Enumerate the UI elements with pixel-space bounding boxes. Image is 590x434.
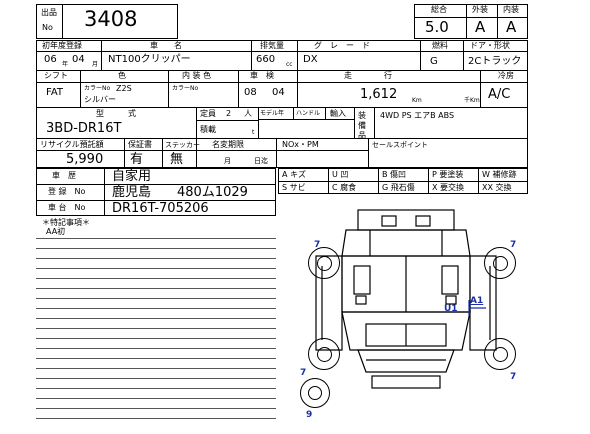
legend-a: A キズ: [282, 170, 307, 179]
lot-number: 3408: [84, 7, 138, 31]
tire-spare: [300, 378, 330, 408]
door-label: ドア・形状: [470, 41, 510, 50]
tire-rear-left-depth: 7: [300, 368, 307, 378]
exterior-score: A: [475, 18, 486, 36]
handle-label: ハンドル: [296, 110, 321, 117]
sales-point-label: セールスポイント: [372, 141, 428, 149]
sticker-value: 無: [170, 152, 184, 167]
chassis-value: DR16T-705206: [112, 201, 209, 216]
sticker-label: ステッカー: [165, 141, 200, 149]
legend-p: P 要塗装: [432, 170, 464, 179]
lot-box: [36, 4, 178, 39]
ac-value: A/C: [488, 87, 511, 102]
load-label: 積載: [200, 125, 216, 134]
legend-u: U 凹: [332, 170, 349, 179]
first-reg-month: 04: [72, 54, 85, 65]
lot-label: 出品: [41, 8, 57, 17]
tire-front-left: [308, 247, 340, 279]
registration-label: 登 録 No: [48, 187, 86, 196]
fuel-value: G: [430, 56, 438, 67]
cc-unit: cc: [286, 61, 293, 68]
capacity-value: 2: [226, 109, 232, 118]
first-reg-year: 06: [44, 54, 57, 65]
tire-front-right: [484, 247, 516, 279]
legend-x: X 要交換: [432, 183, 465, 192]
door-value: 2Cトラック: [468, 56, 522, 67]
first-reg-label: 初年度登録: [42, 41, 82, 50]
color-no: Z2S: [116, 84, 132, 93]
overall-label: 総合: [431, 5, 447, 14]
model-name: NT100クリッパー: [108, 54, 191, 65]
ac-label: 冷房: [498, 71, 514, 80]
notes-line-1: AA初: [46, 227, 66, 236]
legend-s: S サビ: [282, 183, 306, 192]
damage-mark-a1: A1: [470, 296, 484, 306]
fuel-label: 燃料: [432, 41, 448, 50]
spec-grid: [36, 40, 528, 168]
tire-rear-left: [308, 338, 340, 370]
inspection-month: 04: [272, 87, 285, 98]
equip-label: 装備品: [358, 111, 366, 140]
lot-label-no: No: [42, 23, 53, 32]
interior-score: A: [506, 18, 517, 36]
cc-label: 排気量: [260, 41, 284, 50]
notes-title: ＊特記事項＊: [42, 218, 90, 227]
change-day: 日迄: [254, 157, 268, 165]
recycle-value: 5,990: [66, 152, 104, 167]
tire-front-right-depth: 7: [510, 240, 517, 250]
km-unit: Km: [412, 97, 422, 104]
warranty-value: 有: [130, 152, 144, 167]
model-label: 車 名: [150, 41, 182, 50]
interior-label: 内装: [503, 5, 519, 14]
overall-score: 5.0: [425, 18, 449, 36]
color-name: シルバー: [84, 95, 116, 104]
capacity-unit: 人: [244, 109, 252, 118]
equipment-value: 4WD PS エアB ABS: [380, 111, 455, 120]
registration-value: 鹿児島 480ム1029: [112, 185, 248, 200]
cc-value: 660: [256, 54, 276, 65]
chassis-label: 車 台 No: [48, 203, 86, 212]
month-unit: 月: [92, 61, 99, 68]
nox-label: NOx・PM: [282, 140, 319, 149]
mileage-label: 走 行: [344, 71, 392, 80]
tire-rear-right-depth: 7: [510, 372, 517, 382]
change-month: 月: [224, 157, 231, 165]
score-box: [414, 4, 528, 39]
grade-label: グ レ ー ド: [314, 41, 370, 50]
inspection-year: 08: [244, 87, 257, 98]
grade-value: DX: [303, 54, 318, 65]
legend-w: W 補修跡: [482, 170, 517, 179]
spare-tire-depth: 9: [306, 410, 313, 420]
thousand-km-unit: 千Km: [464, 97, 480, 104]
color-label: 色: [118, 71, 126, 80]
damage-mark-u1: U1: [444, 304, 458, 314]
type-label: 型 式: [96, 109, 136, 118]
shift-value: FAT: [46, 87, 64, 98]
model-year-label: モデル年: [260, 110, 285, 117]
change-deadline-label: 名変期限: [212, 140, 244, 149]
import-label: 輸入: [330, 109, 346, 118]
warranty-label: 保証書: [128, 140, 152, 149]
tire-front-left-depth: 7: [314, 240, 321, 250]
capacity-label: 定員: [200, 109, 216, 118]
interior-color-no-label: カラーNo: [172, 85, 199, 92]
color-no-label: カラーNo: [84, 85, 111, 92]
exterior-label: 外装: [472, 5, 488, 14]
recycle-label: リサイクル預託額: [40, 140, 104, 149]
interior-color-label: 内 装 色: [182, 71, 212, 80]
legend-b: B 傷凹: [382, 170, 407, 179]
tire-rear-right: [484, 338, 516, 370]
shift-label: シフト: [44, 71, 68, 80]
inspection-label: 車 検: [250, 71, 274, 80]
legend-xx: XX 交換: [482, 183, 512, 192]
history-value: 自家用: [112, 169, 152, 184]
legend-c: C 腐食: [332, 183, 357, 192]
year-unit: 年: [62, 61, 69, 68]
mileage-value: 1,612: [360, 87, 398, 102]
type-value: 3BD-DR16T: [46, 121, 122, 136]
load-unit: t: [252, 129, 255, 136]
history-label: 車 歴: [52, 171, 76, 180]
history-block: [36, 168, 276, 216]
legend-g: G 飛石傷: [382, 183, 415, 192]
